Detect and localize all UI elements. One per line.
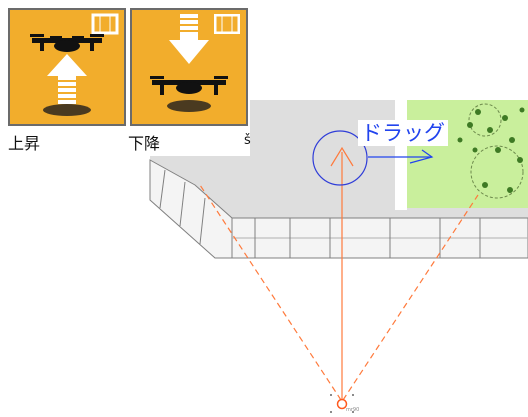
- arrow-up-icon: [47, 54, 87, 104]
- ground-shadow: [167, 100, 211, 112]
- film-icon: [91, 13, 119, 35]
- film-icon: [214, 14, 240, 34]
- descend-label: 下降: [128, 134, 161, 153]
- arrow-down-icon: [169, 14, 209, 64]
- ground-shadow: [43, 104, 91, 116]
- foliage: [457, 107, 525, 193]
- lawn-border: [395, 100, 407, 210]
- drone-descend-icon: [150, 76, 228, 95]
- step-band: [149, 159, 528, 259]
- camera-marker-label: mr90: [346, 407, 359, 413]
- tree-cluster: [468, 103, 524, 199]
- camera-marker-icon[interactable]: [330, 394, 354, 413]
- camera-guide-lines: [199, 146, 479, 401]
- drone-ascend-icon: [30, 34, 104, 52]
- descend-button[interactable]: [130, 8, 248, 126]
- drag-hint-label: ドラッグ: [358, 120, 448, 146]
- ascend-label: 上昇: [8, 134, 41, 153]
- partial-label: š: [244, 133, 251, 148]
- ascend-button[interactable]: [8, 8, 126, 126]
- drag-handle-circle[interactable]: [312, 130, 368, 186]
- drag-arrow-icon: [368, 149, 434, 164]
- flight-toolbar: 上昇 下降 š: [0, 0, 251, 156]
